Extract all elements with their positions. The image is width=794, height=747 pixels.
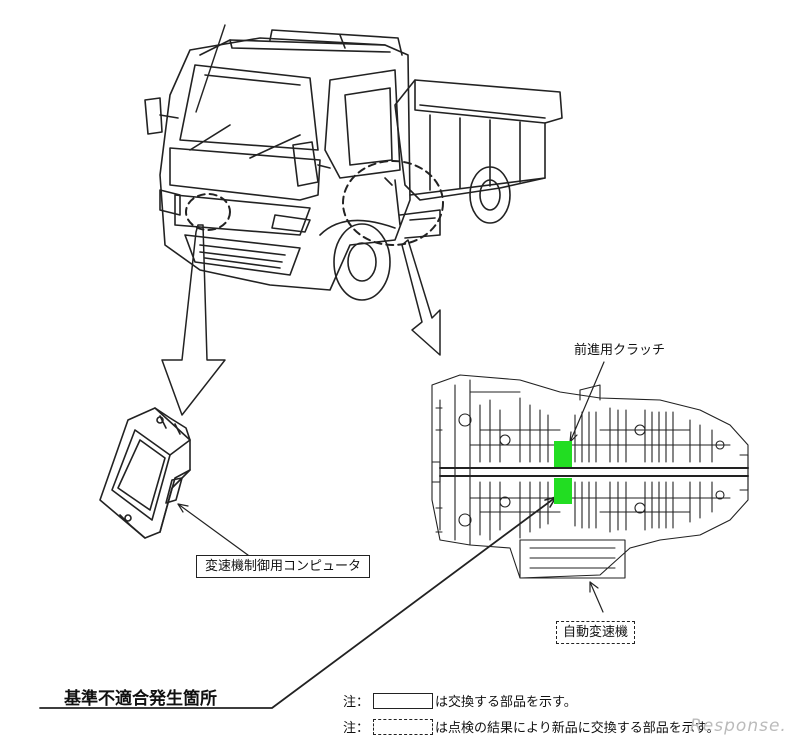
automatic-transmission-label: 自動変速機 [556, 621, 636, 644]
forward-clutch-highlight-upper [554, 441, 572, 467]
truck-right-mirror [292, 141, 319, 187]
note-replace-text: は交換する部品を示す。 [435, 695, 577, 710]
truck-front-wheel [333, 223, 391, 301]
transmission-illustration [431, 374, 749, 579]
note-replace-swatch [373, 692, 434, 709]
watermark: Response. [690, 716, 787, 736]
note-inspect-swatch [373, 718, 434, 735]
truck-illustration [144, 24, 563, 301]
note-inspect-text: は点検の結果により新品に交換する部品を示す。 [435, 721, 720, 736]
forward-clutch-label: 前進用クラッチ [574, 343, 666, 358]
transmission-label-pointer [589, 581, 604, 613]
note-replace-prefix: 注： [343, 695, 370, 710]
truck-cargo-bed [394, 79, 563, 201]
forward-clutch-highlight-lower [554, 478, 572, 504]
truck-rear-wheel [469, 166, 511, 224]
tcu-label-pointer [177, 503, 253, 559]
truck-left-mirror [144, 97, 163, 135]
arrow-to-tcu [161, 224, 226, 416]
truck-windshield [179, 64, 319, 151]
note-inspect-prefix: 注： [343, 721, 370, 736]
nonconformity-pointer [39, 496, 557, 709]
forward-clutch-pointer [569, 361, 605, 443]
tcu-illustration [99, 407, 191, 539]
tcu-location-circle [185, 193, 231, 231]
arrow-to-transmission [401, 239, 441, 356]
note-inspect: 注： は点検の結果により新品に交換する部品を示す。 [343, 717, 719, 736]
note-replace: 注： は交換する部品を示す。 [343, 691, 577, 710]
nonconformity-location-label: 基準不適合発生箇所 [64, 689, 217, 709]
truck-cab [159, 37, 411, 291]
transmission-location-circle [342, 160, 444, 246]
tcu-label: 変速機制御用コンピュータ [196, 555, 371, 578]
truck-door [324, 69, 401, 179]
